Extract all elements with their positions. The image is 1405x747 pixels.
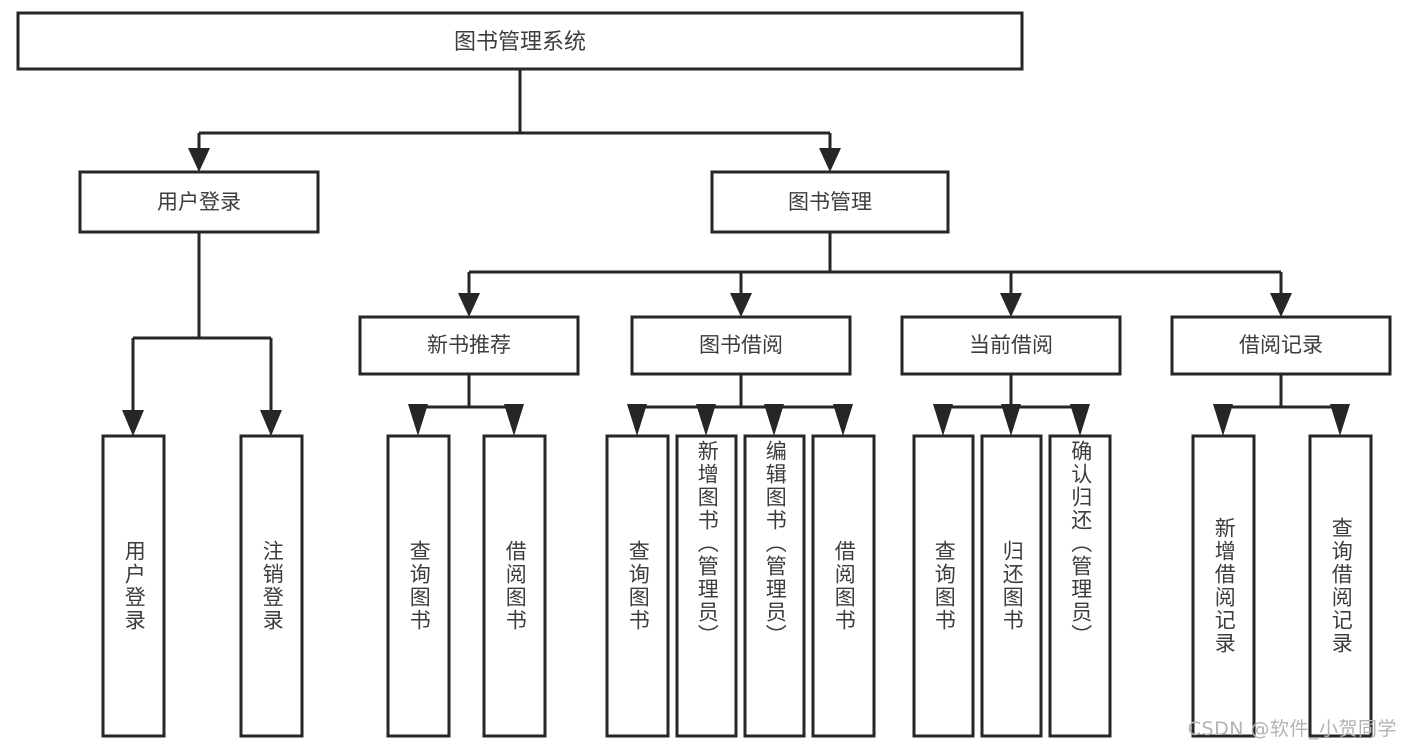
node-leaf-bb-borrow-book[interactable] (811, 434, 876, 738)
node-borrow-record[interactable] (1170, 315, 1392, 376)
arrow-to-user-login (188, 148, 210, 172)
arrowhead-layer (122, 148, 1350, 436)
node-leaf-cb-confirm-return[interactable] (1048, 434, 1112, 738)
node-leaf-bb-query-book[interactable] (605, 434, 670, 738)
node-current-borrow-label: 当前借阅 (969, 333, 1053, 357)
csdn-watermark: CSDN @软件_小贺同学 (1187, 718, 1397, 740)
node-leaf-logout[interactable] (239, 434, 304, 738)
arrow-to-leaf-nb-query (408, 404, 428, 436)
node-book-borrow-label: 图书借阅 (699, 333, 783, 357)
arrow-to-leaf-cb-query (933, 404, 953, 436)
arrow-to-book-management (819, 148, 841, 172)
arrow-to-leaf-user-login (122, 410, 144, 436)
node-book-management-label: 图书管理 (788, 190, 872, 214)
node-book-borrow[interactable] (630, 315, 852, 376)
node-root-book-management-system[interactable] (16, 11, 1024, 71)
node-layer: 图书管理系统 用户登录 图书管理 新书推荐 图书借阅 当前借阅 借阅记录 (16, 11, 1392, 738)
node-user-login[interactable] (78, 170, 320, 234)
node-leaf-br-query-record[interactable] (1308, 434, 1373, 738)
node-new-book-recommend[interactable] (358, 315, 580, 376)
node-leaf-bb-edit-book[interactable] (743, 434, 806, 738)
arrow-to-current-borrow (1000, 293, 1022, 317)
node-new-book-recommend-label: 新书推荐 (427, 333, 511, 357)
node-leaf-nb-borrow-book[interactable] (482, 434, 547, 738)
arrow-to-leaf-cb-confirm (1070, 404, 1090, 436)
arrow-to-leaf-br-query (1330, 404, 1350, 436)
node-leaf-nb-query-book[interactable] (386, 434, 451, 738)
node-book-management[interactable] (710, 170, 950, 234)
arrow-to-borrow-record (1270, 293, 1292, 317)
arrow-to-leaf-logout (260, 410, 282, 436)
arrow-to-book-borrow (730, 293, 752, 317)
arrow-to-leaf-bb-borrow (833, 404, 853, 436)
arrow-to-new-book-recommend (458, 293, 480, 317)
node-user-login-label: 用户登录 (157, 190, 241, 214)
node-current-borrow[interactable] (900, 315, 1122, 376)
node-root-label: 图书管理系统 (454, 30, 586, 55)
node-leaf-br-add-record[interactable] (1191, 434, 1256, 738)
arrow-to-leaf-bb-query (627, 404, 647, 436)
arrow-to-leaf-br-add (1213, 404, 1233, 436)
arrow-to-leaf-bb-edit (764, 404, 784, 436)
node-leaf-bb-add-book[interactable] (675, 434, 738, 738)
node-leaf-cb-query-book[interactable] (912, 434, 975, 738)
arrow-to-leaf-cb-return (1001, 404, 1021, 436)
arrow-to-leaf-bb-add (696, 404, 716, 436)
node-borrow-record-label: 借阅记录 (1239, 333, 1323, 357)
arrow-to-leaf-nb-borrow (504, 404, 524, 436)
node-leaf-user-login[interactable] (101, 434, 166, 738)
node-leaf-cb-return-book[interactable] (980, 434, 1043, 738)
